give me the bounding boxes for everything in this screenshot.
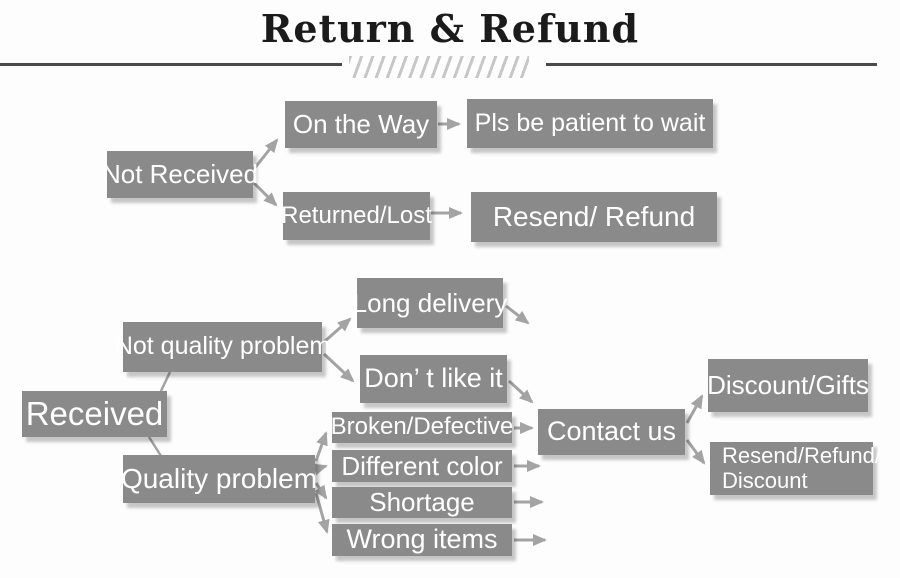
title-hatch-decoration [349,56,529,78]
connector-received-to-quality-problem [147,436,163,457]
connector-quality-to-broken-defective [314,431,328,462]
node-broken-defective: Broken/Defective [331,412,513,443]
node-different-color: Different color [332,450,512,482]
node-pls-be-patient: Pls be patient to wait [467,99,713,148]
page-title: Return & Refund [260,6,640,51]
node-returned-lost: Returned/Lost [281,192,432,240]
node-contact-us: Contact us [538,409,685,455]
node-resend-refund-discount-line2: Discount [722,467,808,493]
connector-contact-us-to-discount-gifts [685,394,704,424]
node-on-the-way: On the Way [285,101,437,148]
connector-contact-us-to-resend-refund-discount [685,439,706,465]
connector-quality-to-shortage [314,482,328,500]
title-rule-right [546,63,877,66]
node-dont-like-it: Don’ t like it [360,355,507,403]
connector-dont-like-it-to-contact-us [507,379,534,404]
connector-received-to-not-quality-problem [159,371,172,392]
node-shortage: Shortage [332,487,512,518]
node-not-quality-problem: Not quality problem [115,322,330,372]
node-discount-gifts: Discount/Gifts [707,359,869,412]
node-resend-refund-discount: Resend/Refund/ Discount [710,442,881,495]
node-resend-refund: Resend/ Refund [471,192,717,242]
node-long-delivery: Long delivery [353,278,507,328]
connector-quality-to-wrong-items [314,492,330,534]
node-wrong-items: Wrong items [332,524,512,556]
node-quality-problem: Quality problem [121,455,317,503]
connector-long-delivery-arrow [505,304,530,325]
node-resend-refund-discount-line1: Resend/Refund/ [722,442,881,468]
node-not-received: Not Received [102,151,258,198]
connector-quality-to-different-color [312,463,328,476]
title-rule-left [0,63,342,66]
node-received: Received [22,391,167,437]
